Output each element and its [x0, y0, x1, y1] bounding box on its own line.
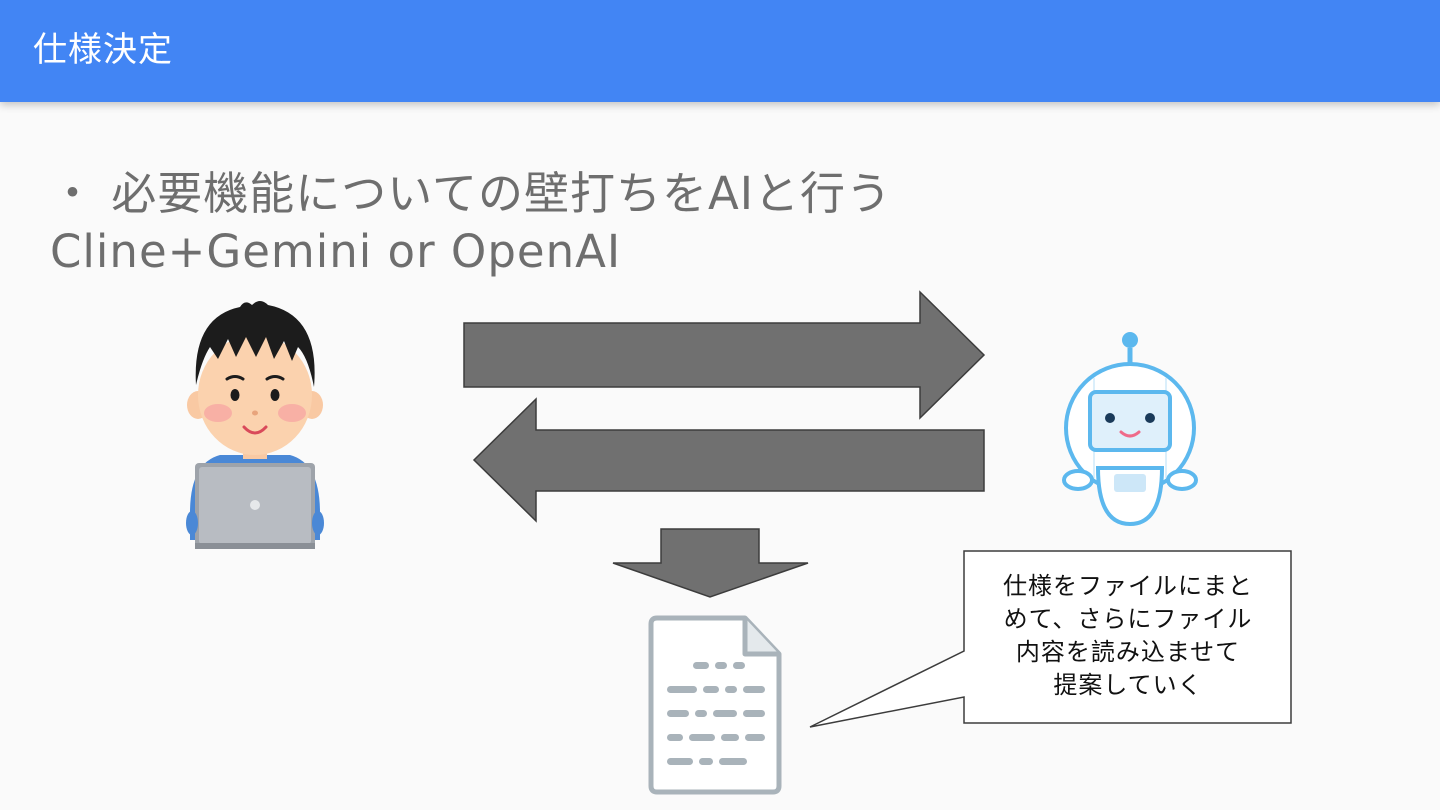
callout-line-3: 内容を読み込ませて	[1015, 638, 1241, 666]
slide-title: 仕様決定	[33, 30, 173, 70]
robot-icon	[1062, 332, 1198, 527]
person-with-laptop-icon	[186, 301, 324, 549]
arrow-left	[472, 397, 985, 523]
callout-text: 仕様をファイルにまと めて、さらにファイル 内容を読み込ませて 提案していく	[966, 570, 1290, 702]
arrow-right	[463, 290, 986, 420]
bullet-line-2: Cline+Gemini or OpenAI	[50, 225, 622, 278]
bullet-line-1: ・ 必要機能についての壁打ちをAIと行う	[50, 167, 893, 220]
callout-line-4: 提案していく	[1053, 671, 1203, 699]
bullet-text: ・ 必要機能についての壁打ちをAIと行う Cline+Gemini or Ope…	[50, 165, 892, 281]
callout-line-1: 仕様をファイルにまと	[1003, 572, 1253, 600]
document-icon	[648, 615, 782, 795]
header-bar: 仕様決定	[0, 0, 1440, 102]
arrow-down	[612, 528, 809, 598]
callout-line-2: めて、さらにファイル	[1003, 605, 1253, 633]
callout-bubble	[809, 550, 1292, 728]
